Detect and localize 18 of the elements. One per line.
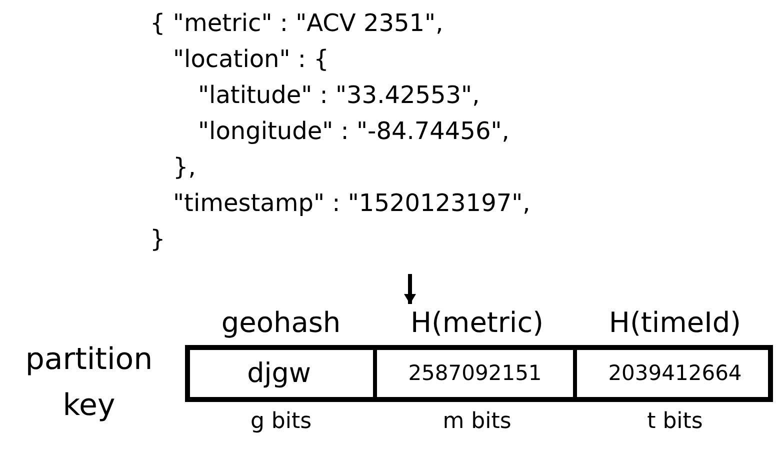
code-line: "location" : { [173,44,329,74]
field-heading: geohash [220,305,342,341]
code-line: "latitude" : "33.42553", [198,80,480,110]
field-value: 2587092151 [377,350,577,397]
bit-width-label: m bits [442,408,512,436]
field-value: djgw [185,350,377,397]
bit-width-label: g bits [249,408,313,436]
arrow [404,274,416,304]
field-heading: H(timeId) [608,305,742,341]
field-value: 2039412664 [607,360,743,387]
code-line: }, [173,152,196,182]
code-line: "timestamp" : "1520123197", [173,188,530,218]
field-heading: H(metric) [409,305,545,341]
code-line: } [150,224,166,254]
bit-width-label: t bits [646,408,704,436]
key-label: partition key [24,341,154,425]
code-line: { "metric" : "ACV 2351", [150,8,444,38]
code-line: "longitude" : "-84.74456", [198,116,510,146]
